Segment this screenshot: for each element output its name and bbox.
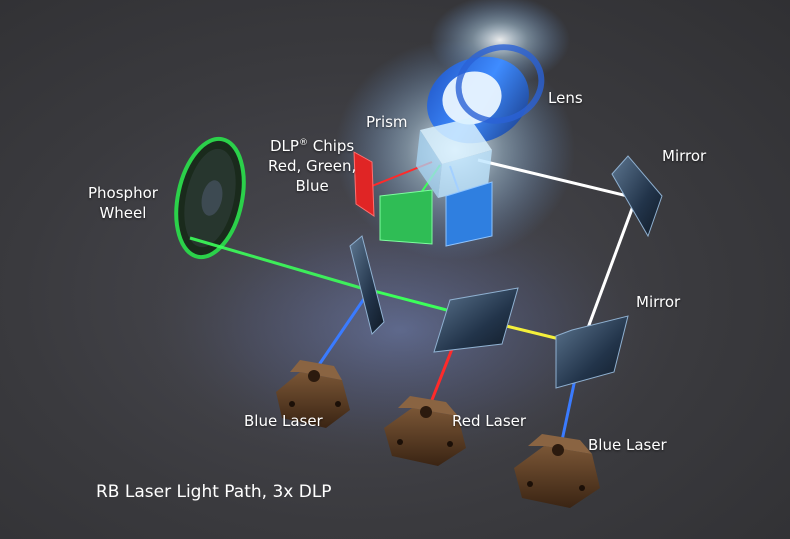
laser-right [514,434,600,508]
label-phosphor-line1: Phosphor [88,184,158,202]
label-dlp-line3: Blue [295,177,329,195]
dlp-chips [353,151,493,247]
diagram-caption: RB Laser Light Path, 3x DLP [96,482,332,502]
label-mirror-bottom: Mirror [636,293,681,311]
label-mirror-top: Mirror [662,147,707,165]
label-dlp-chips: DLP® Chips Red, Green, Blue [268,133,356,196]
prism [416,118,492,198]
label-blue-laser-right: Blue Laser [588,436,667,454]
label-prism: Prism [366,113,408,131]
label-dlp-reg: ® [298,138,308,148]
label-red-laser: Red Laser [452,412,527,430]
label-blue-laser-left: Blue Laser [244,412,323,430]
label-lens: Lens [548,89,583,107]
label-dlp-line1-rest: Chips [307,137,355,155]
lens [427,44,545,144]
laser-left [276,360,350,428]
laser-center [384,396,466,466]
label-phosphor-line2: Wheel [99,204,147,222]
label-phosphor-wheel: Phosphor Wheel [88,183,158,223]
phosphor-wheel [174,136,246,260]
label-dlp-line2: Red, Green, [268,157,357,175]
mirrors [349,155,663,389]
label-dlp-line1: DLP [270,137,299,155]
